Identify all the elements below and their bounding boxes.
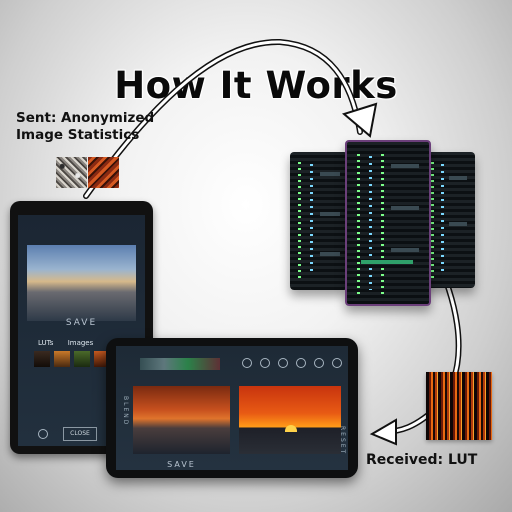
sparkle-icon[interactable] <box>260 358 270 368</box>
thumbnail[interactable] <box>34 351 50 367</box>
server-rack-center <box>345 140 431 306</box>
stats-swatch-orange <box>88 157 119 188</box>
sun-shape <box>285 425 297 432</box>
tablet-photo-original <box>133 386 230 454</box>
server-rack-left <box>290 152 348 290</box>
received-caption: Received: LUT <box>366 452 478 468</box>
tablet-photo-reference <box>239 386 341 454</box>
phone-close-button[interactable]: CLOSE <box>63 427 97 441</box>
phone-preview-photo <box>27 245 136 321</box>
trash-icon[interactable] <box>38 429 48 439</box>
thumbnail[interactable] <box>54 351 70 367</box>
tablet-device: BLEND SAVE RESET <box>106 338 358 478</box>
server-rack-right <box>423 152 475 288</box>
lut-image <box>426 372 492 440</box>
send-arrowhead <box>341 102 378 138</box>
phone-save-button[interactable]: SAVE <box>65 318 98 328</box>
eye-icon[interactable] <box>242 358 252 368</box>
stats-swatch-grey <box>56 157 87 188</box>
reset-label[interactable]: RESET <box>339 426 346 456</box>
thumbnail[interactable] <box>74 351 90 367</box>
histogram <box>140 358 220 370</box>
sent-caption: Sent: Anonymized Image Statistics <box>16 110 154 144</box>
tablet-save-button[interactable]: SAVE <box>167 460 196 469</box>
sent-caption-line2: Image Statistics <box>16 127 140 143</box>
tab-images[interactable]: Images <box>67 339 94 347</box>
blend-label[interactable]: BLEND <box>122 396 129 427</box>
tablet-screen: BLEND SAVE RESET <box>116 346 348 470</box>
drop-icon[interactable] <box>296 358 306 368</box>
share-icon[interactable] <box>332 358 342 368</box>
palette-icon[interactable] <box>278 358 288 368</box>
sent-caption-line1: Sent: Anonymized <box>16 110 155 126</box>
tab-luts[interactable]: LUTs <box>38 339 54 347</box>
receive-arrowhead <box>369 418 397 446</box>
phone-tabs: LUTs Images <box>38 339 105 347</box>
sliders-icon[interactable] <box>314 358 324 368</box>
